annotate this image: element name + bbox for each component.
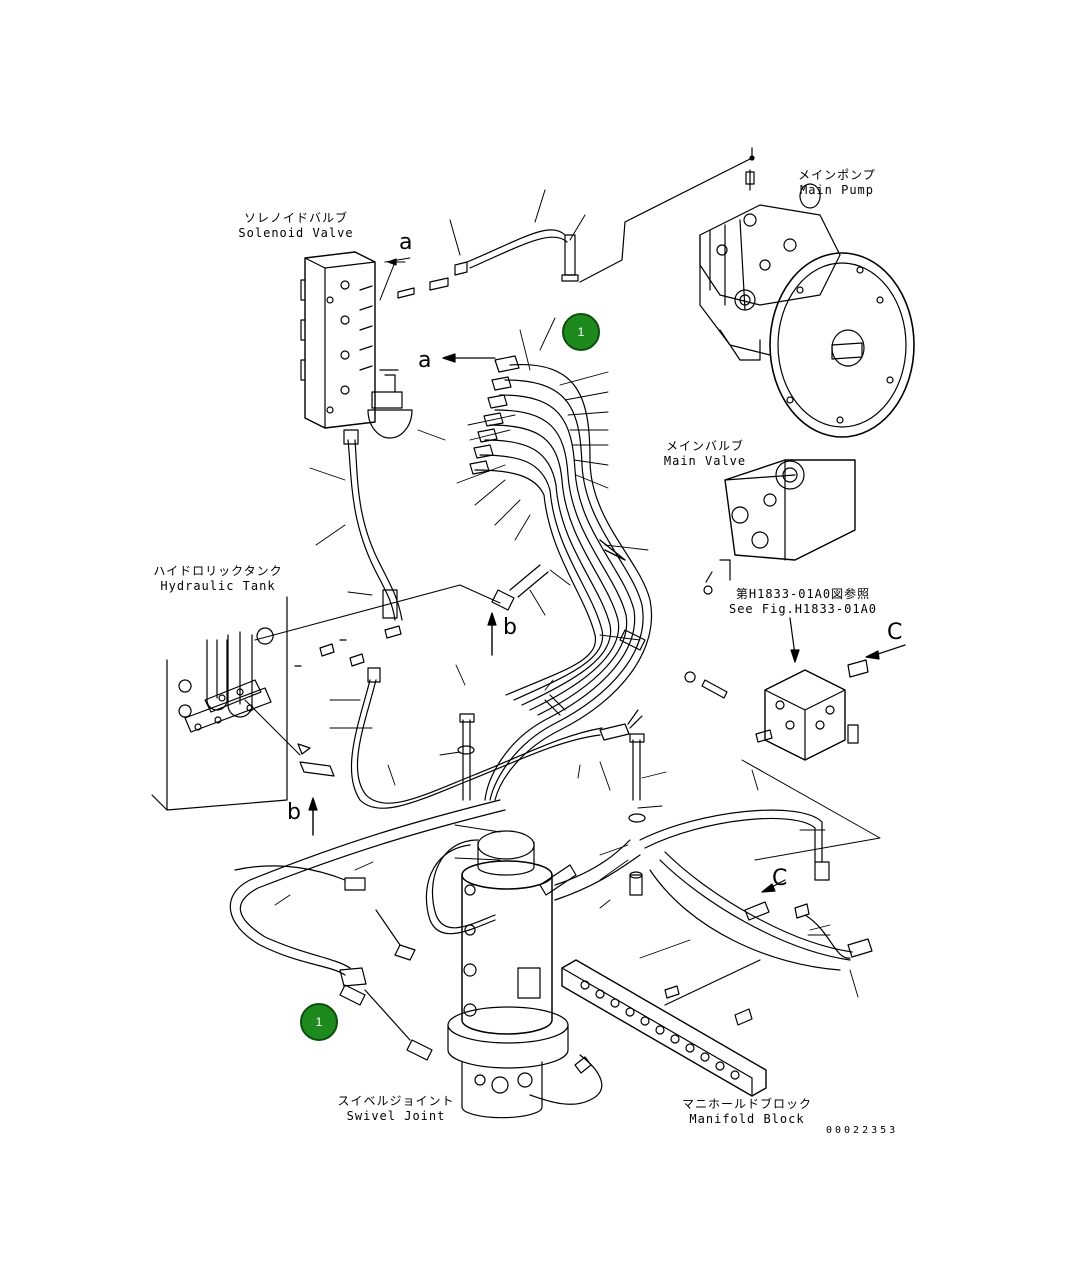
see-fig-label-jp: 第H1833-01A0図参照 [735,587,871,601]
main-pump-label: メインポンプ Main Pump [782,168,892,198]
pump-pilot-hose [397,229,579,299]
hydraulic-tank-label-jp: ハイドロリックタンク [153,564,283,578]
arrow-label-a-mid: a [418,348,432,373]
arrow-label-a-top: a [399,230,413,255]
solenoid-valve-label: ソレノイドバルブ Solenoid Valve [226,211,366,241]
arrow-label-b-mid: b [503,615,517,640]
tank-return-hoses [343,429,643,809]
swivel-joint-drawing [447,830,569,1119]
drawing-number: 00022353 [826,1125,899,1136]
main-valve-label: メインバルブ Main Valve [655,439,755,469]
right-hoses [639,759,881,971]
callout-marker-bottom[interactable]: 1 [300,1003,338,1041]
swivel-joint-label-jp: スイベルジョイント [337,1094,455,1108]
main-pump-drawing [699,169,915,438]
solenoid-valve-label-jp: ソレノイドバルブ [243,211,348,225]
see-fig-label: 第H1833-01A0図参照 See Fig.H1833-01A0 [718,587,888,617]
callout-marker-top[interactable]: 1 [562,313,600,351]
valve-block-drawing [755,659,869,761]
hydraulic-tank-label: ハイドロリックタンク Hydraulic Tank [148,564,288,594]
manifold-block-label-jp: マニホールドブロック [681,1097,812,1111]
main-valve-label-jp: メインバルブ [665,439,744,453]
see-fig-label-en: See Fig.H1833-01A0 [728,602,878,616]
callout-number-top: 1 [577,325,585,339]
solenoid-valve-label-en: Solenoid Valve [238,226,354,240]
main-pump-label-en: Main Pump [799,183,875,197]
main-valve-label-en: Main Valve [663,454,747,468]
swivel-supply-hose [229,799,506,1061]
arrow-label-b-left: b [287,800,301,825]
hydraulic-tank-label-en: Hydraulic Tank [160,579,276,593]
main-valve-drawing [703,459,856,595]
callout-number-bottom: 1 [315,1015,323,1029]
swivel-hoses [425,839,641,1105]
manifold-block-label: マニホールドブロック Manifold Block [672,1097,822,1127]
swivel-joint-label: スイベルジョイント Swivel Joint [326,1094,466,1124]
manifold-block-drawing [561,959,767,1097]
hydraulic-tank-drawing [151,596,335,811]
pilot-hose-bundle [469,355,652,801]
manifold-block-label-en: Manifold Block [689,1112,805,1126]
arrow-label-c-bottom: C [772,866,788,891]
arrow-label-c-right: C [887,620,903,645]
clamp-bolts [457,713,646,896]
main-pump-label-jp: メインポンプ [798,168,876,182]
solenoid-valve-drawing [300,251,413,439]
swivel-joint-label-en: Swivel Joint [346,1109,446,1123]
pump-leader [579,147,753,283]
leader-lines [274,317,859,998]
